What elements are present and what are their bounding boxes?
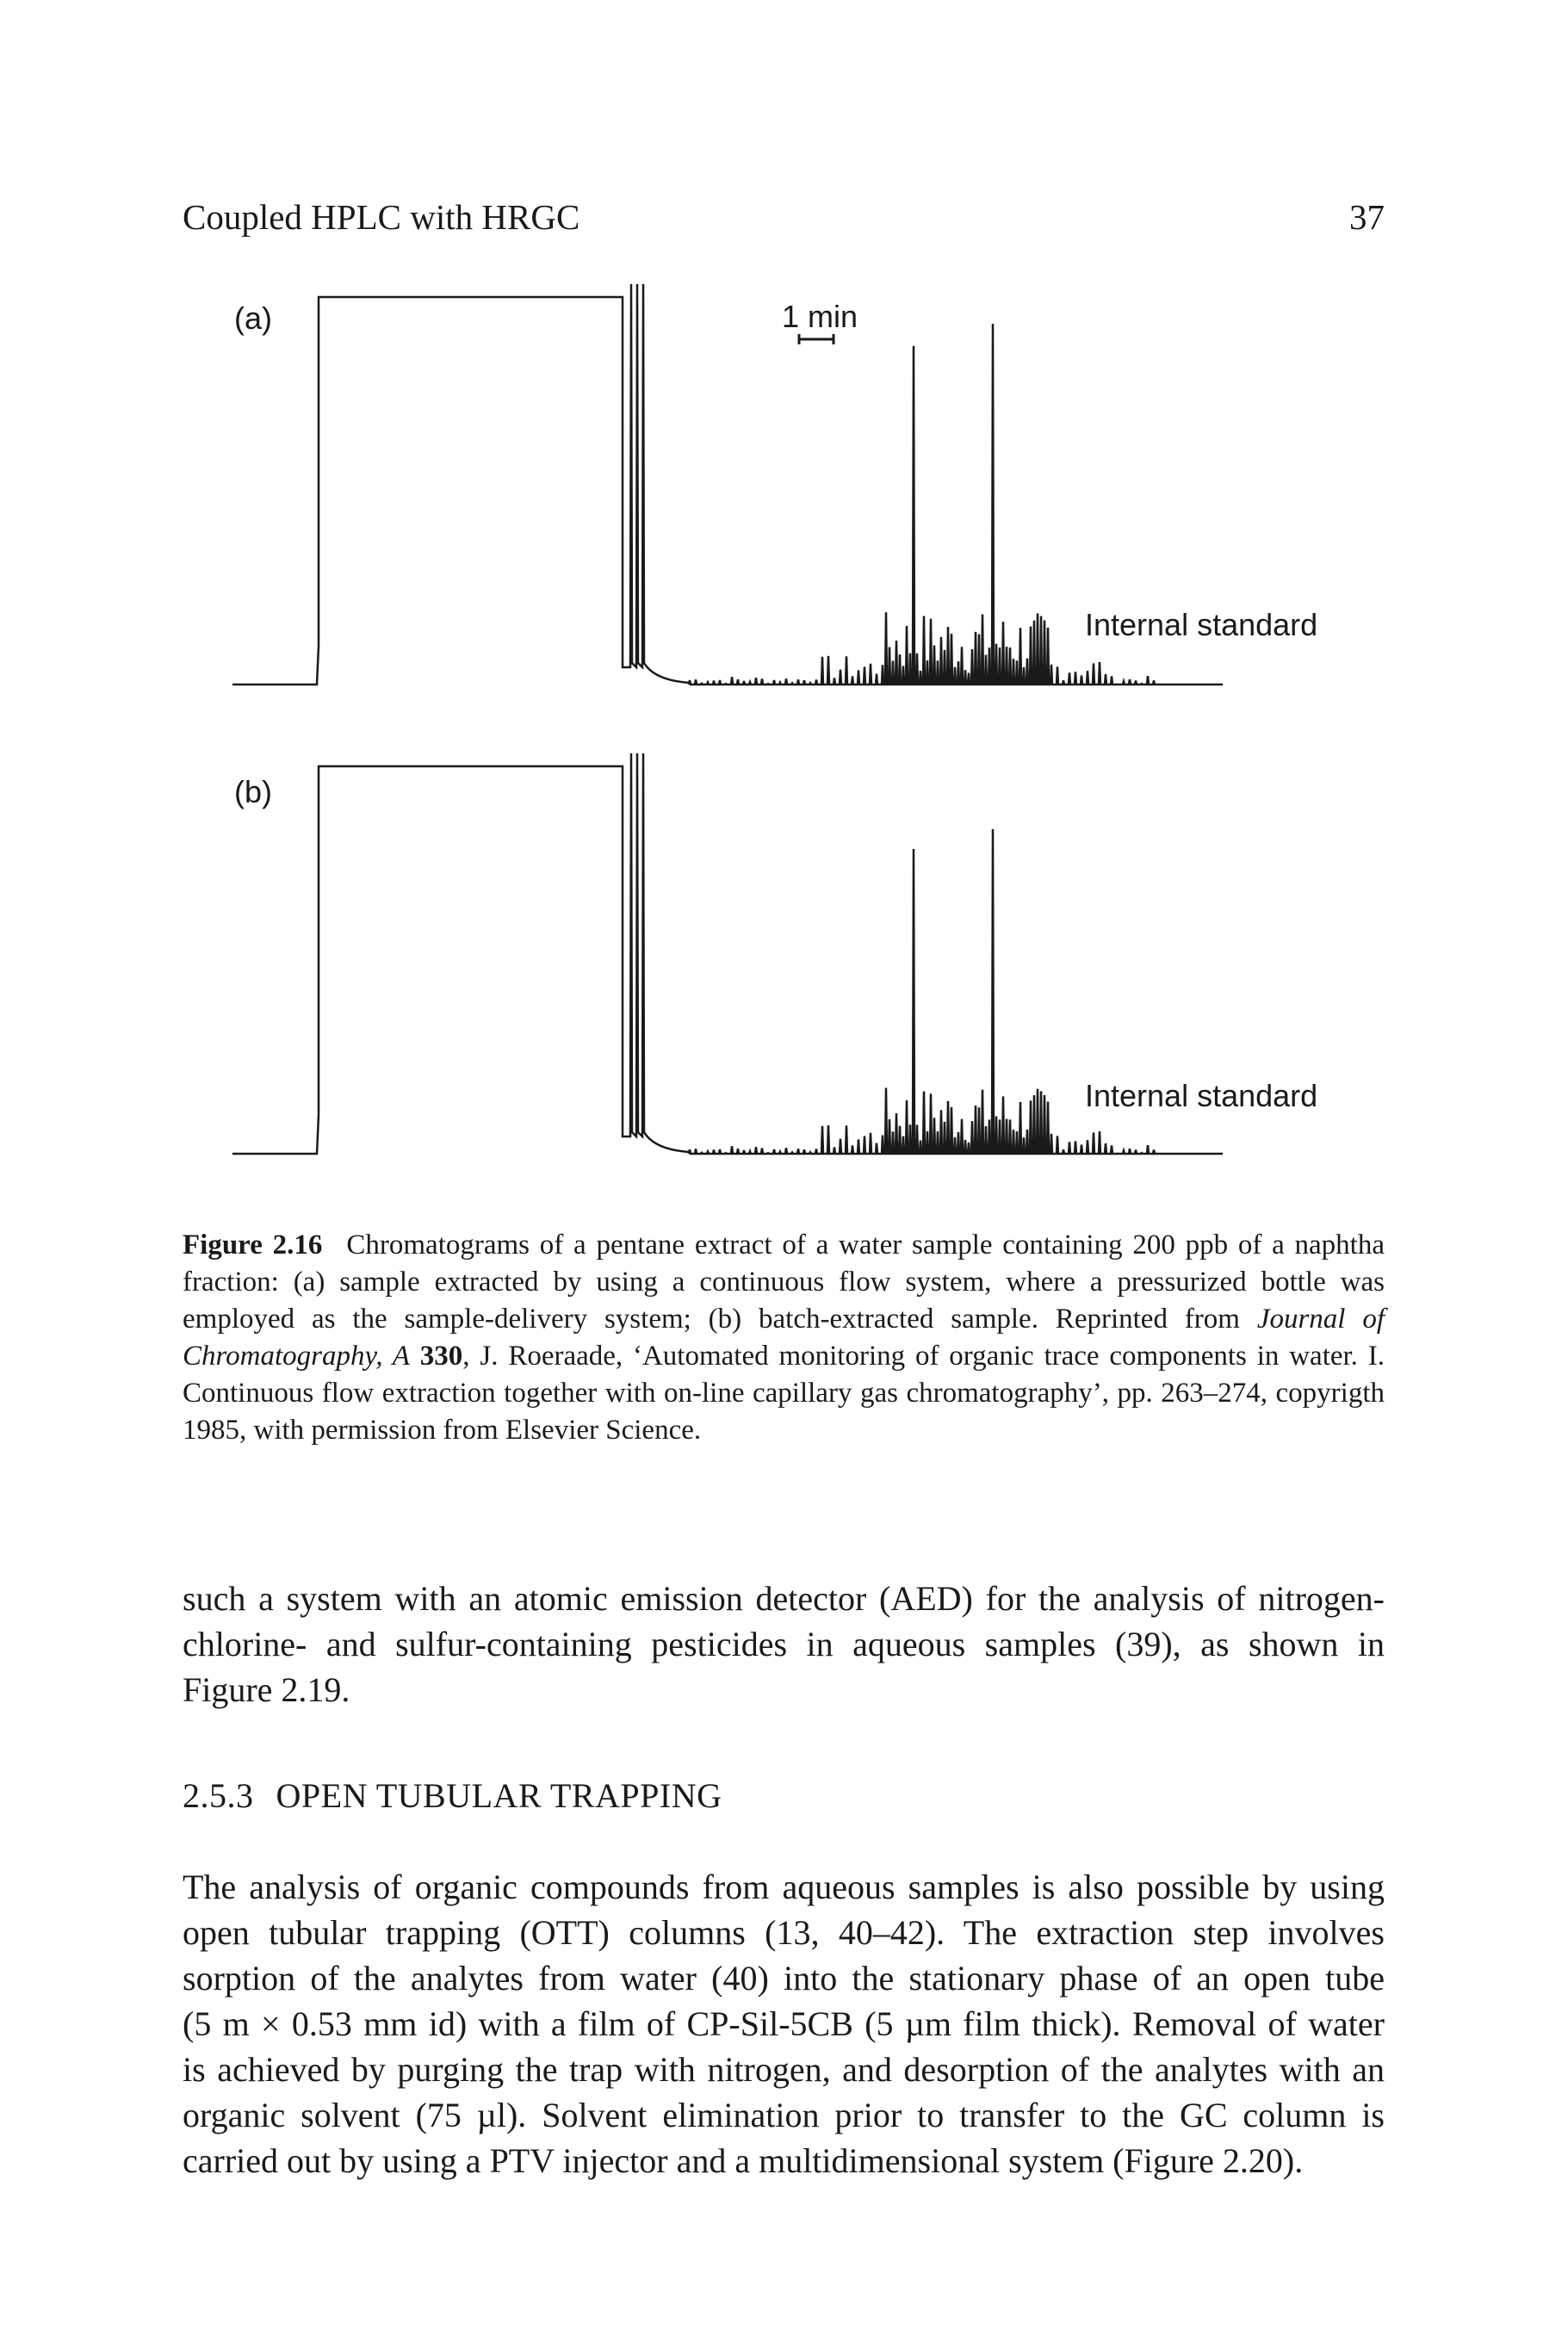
paragraph-line: The analysis of organic compounds from a… <box>183 1868 1385 1906</box>
paragraph-2: The analysis of organic compounds from a… <box>183 1864 1385 2183</box>
running-head: Coupled HPLC with HRGC 37 <box>183 196 1385 248</box>
paragraph-line: Figure 2.19. <box>183 1670 350 1709</box>
panel-label-a: (a) <box>234 300 272 336</box>
paragraph-line: sorption of the analytes from water (40)… <box>183 1959 1385 1998</box>
paragraph-1: such a system with an atomic emission de… <box>183 1576 1385 1713</box>
paragraph-line: chlorine- and sulfur-containing pesticid… <box>183 1625 1385 1663</box>
figure-chromatograms: (a) (b) 1 min Internal standard Internal… <box>207 276 1395 1223</box>
section-number: 2.5.3 <box>183 1776 254 1815</box>
caption-text-1: Chromatograms of a pentane extract of a … <box>183 1230 1385 1335</box>
chromatogram-trace <box>232 283 1223 686</box>
chromatogram-b <box>232 753 1223 1155</box>
section-title: OPEN TUBULAR TRAPPING <box>276 1776 722 1815</box>
page-number: 37 <box>1349 197 1385 237</box>
paragraph-line: carried out by using a PTV injector and … <box>183 2141 1304 2180</box>
figure-label: Figure 2.16 <box>183 1230 323 1261</box>
scale-bar-label: 1 min <box>782 299 858 334</box>
chromatogram-a <box>232 283 1223 686</box>
caption-text-2: , J. Roeraade, ‘Automated monitoring of … <box>183 1341 1385 1446</box>
chromatogram-trace <box>232 753 1223 1155</box>
paragraph-line: open tubular trapping (OTT) columns (13,… <box>183 1913 1385 1952</box>
internal-standard-label-b: Internal standard <box>1085 1078 1317 1113</box>
section-heading: 2.5.3 OPEN TUBULAR TRAPPING <box>183 1775 722 1816</box>
panel-label-b: (b) <box>234 774 272 809</box>
internal-standard-label-a: Internal standard <box>1085 607 1317 642</box>
chromatogram-svg: (a) (b) 1 min Internal standard Internal… <box>232 283 1317 1155</box>
paragraph-line: such a system with an atomic emission de… <box>183 1579 1385 1618</box>
running-head-title: Coupled HPLC with HRGC <box>183 197 580 237</box>
paragraph-line: (5 m × 0.53 mm id) with a film of CP-Sil… <box>183 2004 1385 2043</box>
paragraph-line: organic solvent (75 µl). Solvent elimina… <box>183 2096 1385 2134</box>
scale-bar <box>797 334 835 344</box>
paragraph-line: is achieved by purging the trap with nit… <box>183 2050 1385 2089</box>
caption-journal: Journal of Chromatography, A <box>183 1304 1385 1372</box>
caption-volume: 330 <box>419 1341 463 1372</box>
